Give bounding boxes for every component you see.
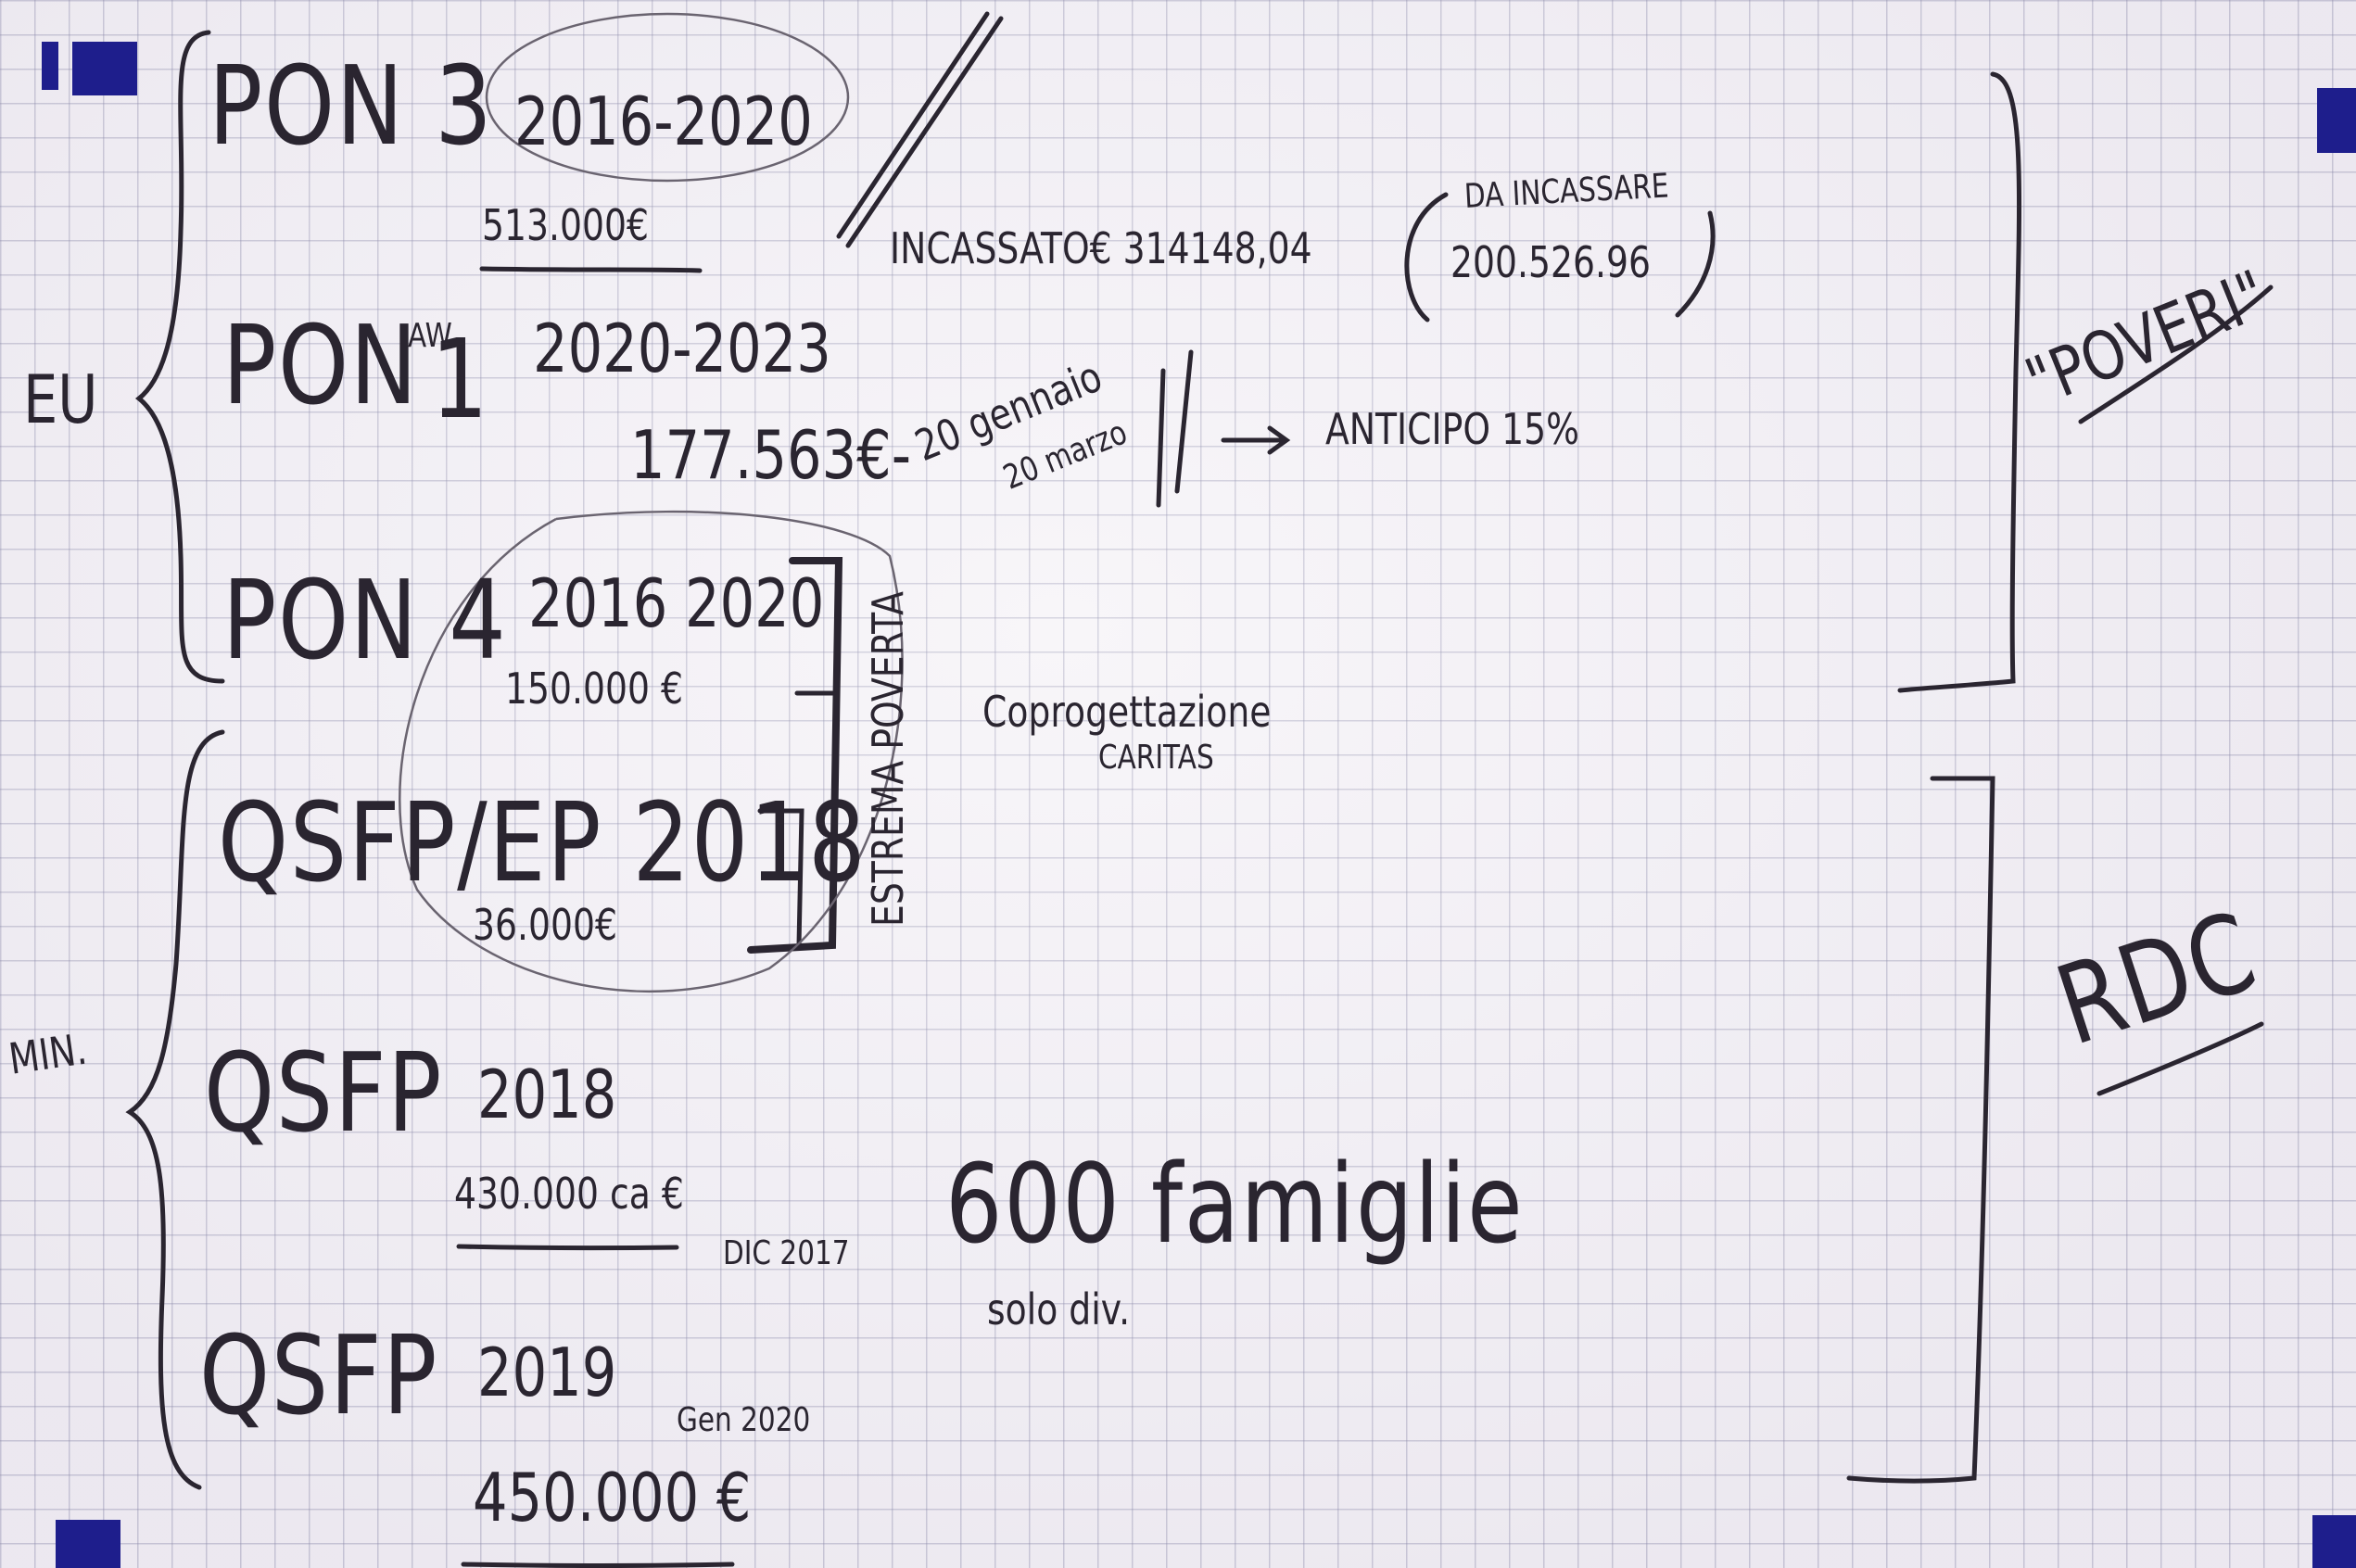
qsfp-ep-title: QSFP/EP 2018 [218,778,868,906]
corner-marker-top-left-box [72,42,137,95]
underline-pon3 [479,266,703,273]
min-brace [125,729,225,1490]
qsfp2019-note: Gen 2020 [677,1401,811,1439]
famiglie-sub: solo div. [987,1284,1131,1334]
famiglie-main: 600 famiglie [945,1140,1525,1268]
pencil-circle-pon4 [399,510,904,993]
qsfp2019-underline [461,1562,735,1568]
anticipo-arrow [1221,425,1291,455]
pon1-years: 2020-2023 [533,310,831,387]
estrema-poverta-label: ESTREMA POVERTA [863,591,913,927]
corner-marker-bottom-right [2312,1515,2356,1568]
paren-right [1675,210,1716,318]
corner-marker-top-right [2317,88,2356,153]
qsfp2019-amount: 450.000 € [473,1459,752,1536]
corner-marker-bottom-left [56,1520,120,1568]
pon3-title: PON 3 [209,42,494,170]
min-label: MIN. [6,1023,90,1084]
qsfp2018-underline [456,1244,679,1251]
rdc-underline [2096,1021,2264,1096]
caritas-text: CARITAS [1098,739,1214,777]
min-bracket [1846,776,1995,1484]
estrema-bracket [747,557,843,954]
pon3-years: 2016-2020 [514,82,813,160]
qsfp-ep-bracket [757,808,804,948]
qsfp2019-title: QSFP [199,1311,439,1439]
pon1-title: PON [222,301,419,429]
paren-left [1404,192,1449,322]
coprogettazione-text: Coprogettazione [982,687,1272,737]
eu-brace [135,30,225,684]
pon1-sup: AW [408,317,452,355]
qsfp2019-year: 2019 [477,1334,617,1411]
qsfp2018-amount: 430.000 ca € [454,1169,684,1219]
da-incassare-amount: 200.526.96 [1450,237,1651,287]
eu-bracket [1897,71,2022,693]
anticipo-text: ANTICIPO 15% [1325,404,1579,454]
poveri-underline [2078,285,2274,424]
pon3-amount: 513.000€ [482,200,649,250]
eu-label: EU [23,360,98,438]
pon4-years: 2016 2020 [528,564,825,642]
qsfp-ep-amount: 36.000€ [473,900,617,950]
double-slash-2 [1156,349,1194,508]
pencil-circle-pon3 [485,12,850,183]
pon4-amount: 150.000 € [505,664,683,714]
qsfp2018-year: 2018 [477,1056,617,1133]
qsfp2018-note: DIC 2017 [723,1234,850,1272]
pon4-title: PON 4 [222,556,508,684]
incassato-text: INCASSATO€ 314148,04 [890,223,1312,273]
pon1-amount: 177.563€- [630,416,912,494]
corner-marker-top-left [42,42,58,90]
qsfp2018-title: QSFP [204,1029,444,1157]
double-slash [836,11,1004,248]
pon1-num: 1 [431,315,490,443]
